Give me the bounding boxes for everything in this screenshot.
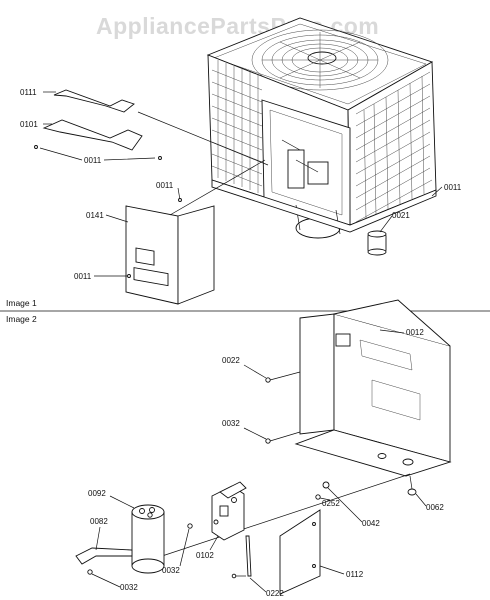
cover-panel-0141[interactable]	[125, 205, 215, 305]
screw-0032-b	[187, 523, 193, 529]
screw-0252	[315, 494, 321, 500]
condenser-unit[interactable]	[206, 17, 437, 239]
callout-0141: 0141	[86, 211, 104, 220]
image2-group: 0012 0022 0032 0092 0082 0032 0032 0102 …	[75, 299, 452, 598]
capacitor-0092[interactable]	[131, 504, 165, 574]
screw-0022	[265, 377, 271, 383]
contactor-in-unit	[307, 161, 329, 185]
part-0021-cylinder[interactable]	[367, 230, 387, 256]
section-label-image1: Image 1	[6, 298, 37, 308]
callout-0092: 0092	[88, 489, 106, 498]
bracket-0111[interactable]	[53, 89, 135, 113]
screw-0032-c	[87, 569, 93, 575]
bracket-0101[interactable]	[42, 119, 143, 151]
grommet-0062	[407, 488, 417, 496]
screw-0032-a	[265, 438, 271, 444]
callout-0111: 0111	[20, 88, 37, 97]
callout-0062: 0062	[426, 503, 444, 512]
callout-0042: 0042	[362, 519, 380, 528]
callout-0011-c: 0011	[74, 272, 92, 281]
callout-0021: 0021	[392, 211, 410, 220]
control-box-0012[interactable]	[294, 299, 452, 496]
callout-0012: 0012	[406, 328, 424, 337]
callout-0102: 0102	[196, 551, 214, 560]
cover-plate-0112[interactable]	[279, 509, 321, 595]
callout-0022: 0022	[222, 356, 240, 365]
callout-0011-b: 0011	[156, 181, 174, 190]
callout-0032-c: 0032	[120, 583, 138, 592]
callout-0101: 0101	[20, 120, 38, 129]
washer-0042	[322, 481, 330, 489]
capacitor-strap-0082[interactable]	[75, 547, 133, 565]
callout-0032-a: 0032	[222, 419, 240, 428]
callout-0011-d: 0011	[444, 183, 462, 192]
callout-0252: 0252	[322, 499, 340, 508]
section-label-image2: Image 2	[6, 314, 37, 324]
fan-grille	[251, 29, 389, 91]
callout-0112: 0112	[346, 570, 364, 579]
cover-label	[133, 267, 169, 287]
callout-0032-b: 0032	[162, 566, 180, 575]
wire-0222[interactable]	[245, 535, 252, 577]
callout-0082: 0082	[90, 517, 108, 526]
callout-0222: 0222	[266, 589, 284, 598]
callout-0011-a: 0011	[84, 156, 102, 165]
capacitor-in-unit	[287, 149, 305, 189]
contactor-0102[interactable]	[211, 481, 247, 541]
image1-group: 0111 0101 0011 0011 0141 0011 0011 0021 …	[6, 17, 462, 308]
